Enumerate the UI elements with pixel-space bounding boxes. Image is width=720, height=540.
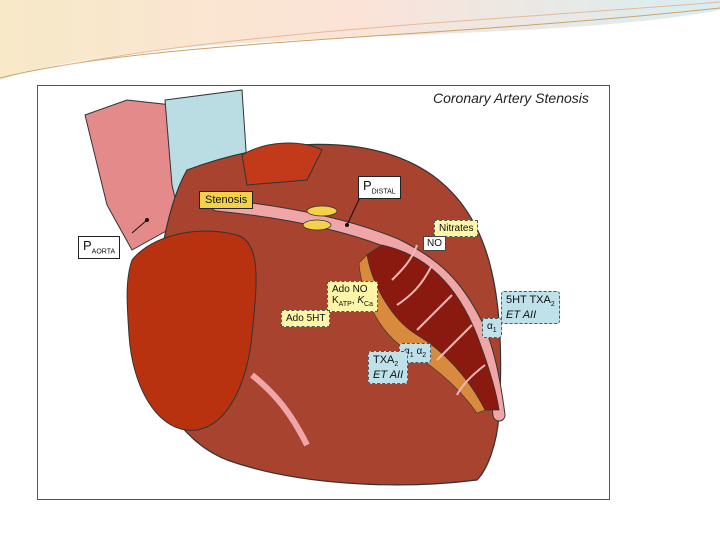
txa2-main: TXA (373, 354, 394, 366)
p-aorta-main: P (83, 238, 92, 253)
katp-main: K (332, 295, 339, 306)
kca-sub: Ca (364, 301, 373, 308)
stenosis-label: Stenosis (199, 191, 253, 209)
p-distal-sub: DISTAL (372, 189, 396, 196)
ado-5ht-label: Ado 5HT (281, 310, 330, 327)
nitrates-label: Nitrates (434, 220, 478, 237)
p-distal-label: PDISTAL (358, 176, 401, 199)
5ht-txa-main: 5HT TXA (506, 294, 551, 306)
txa2-sub: 2 (394, 361, 398, 368)
ado-no-text: Ado NO (332, 284, 373, 295)
et-aii-1: ET AII (506, 309, 555, 321)
alpha1-right-label: α1 (482, 318, 502, 338)
5ht-txa-sub: 2 (551, 301, 555, 308)
diagram-title: Coronary Artery Stenosis (433, 90, 589, 106)
alpha1-sub: 1 (410, 352, 414, 359)
p-distal-main: P (363, 178, 372, 193)
p-aorta-label: PAORTA (78, 236, 120, 259)
stenosis-plaque-top (307, 206, 337, 216)
5ht-txa2-etaii-label: 5HT TXA2 ET AII (501, 291, 560, 324)
aorta (85, 100, 177, 250)
alpha2-sub: 2 (422, 352, 426, 359)
katp-kca-text: KATP, KCa (332, 295, 373, 309)
ado-no-katp-kca-label: Ado NO KATP, KCa (327, 281, 378, 312)
no-label: NO (423, 236, 446, 251)
katp-sub: ATP (339, 301, 352, 308)
p-aorta-sub: AORTA (92, 249, 115, 256)
stenosis-plaque-bottom (303, 220, 331, 230)
aorta-pointer-dot (145, 218, 149, 222)
kca-main: K (357, 295, 364, 306)
et-aii-2: ET AII (373, 369, 403, 381)
txa2-etaii-label: TXA2 ET AII (368, 351, 408, 384)
distal-pointer-dot (345, 223, 349, 227)
alpha1-right-sub: 1 (493, 327, 497, 334)
top-swoosh (0, 0, 720, 80)
